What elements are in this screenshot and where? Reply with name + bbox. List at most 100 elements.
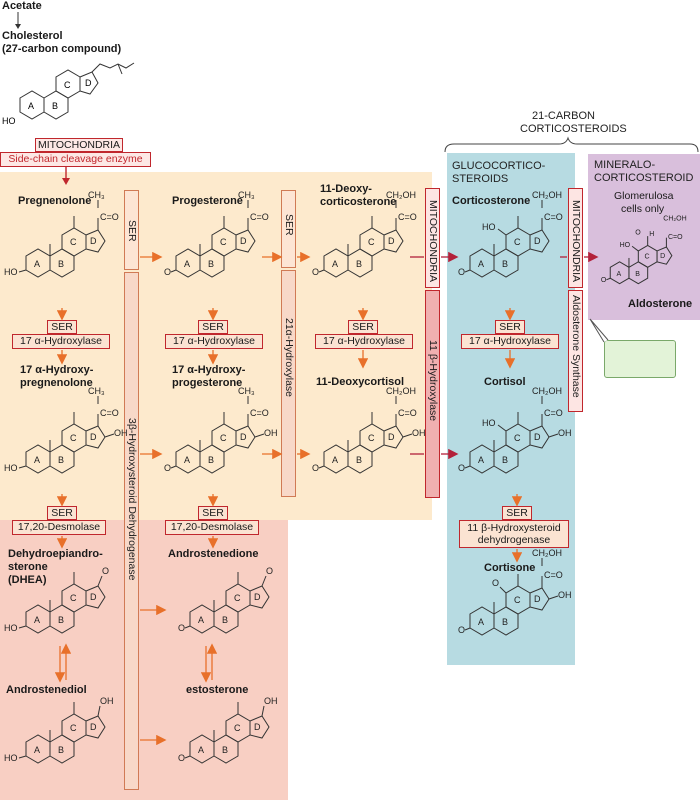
aldosterone-label-b: B <box>635 271 640 278</box>
ser-box-7: SER <box>502 506 532 520</box>
dhea-label-d: D <box>90 592 97 602</box>
progesterone-label-d: D <box>240 236 247 246</box>
deoxycortisol-label: 11-Deoxycortisol <box>316 376 405 388</box>
cortisol-o3-bond <box>464 465 471 469</box>
hydroxypregnenolone-c20-co: C=O <box>100 408 119 418</box>
dhea-label-c: C <box>70 593 77 603</box>
dhea-label-3: (DHEA) <box>8 574 47 586</box>
hsd11-box: 11 β-Hydroxysteroid dehydrogenase <box>459 520 569 548</box>
corticosterone-label: Corticosterone <box>452 195 531 207</box>
hydroxylase17-box-2: 17 α-Hydroxylase <box>165 334 263 349</box>
aldosterone-c20-co: C=O <box>668 234 683 241</box>
corticosterone-ho11: HO <box>482 222 496 232</box>
deoxycortisol-ring-d <box>383 425 404 449</box>
aldosterone-c18-o: O <box>635 230 641 237</box>
salmon-region <box>0 520 288 800</box>
dhea-o17: O <box>102 566 109 576</box>
cortisone-label-c: C <box>514 595 521 605</box>
aldosterone-ring-d <box>656 246 673 265</box>
hydroxyprogesterone-ring-d <box>235 425 256 449</box>
cortisone-c20-co: C=O <box>544 570 563 580</box>
mito-bar-col4-label: MITOCHONDRIA <box>570 200 582 283</box>
aldosterone-label-d: D <box>660 253 665 260</box>
hydroxypregnenolone-oh17: OH <box>114 428 128 438</box>
deoxycortisol-c21: CH₂OH <box>386 386 416 396</box>
deoxycortisol-oh17-bond <box>402 433 413 438</box>
androstenediol-label-d: D <box>90 722 97 732</box>
cortisone-c21: CH₂OH <box>532 548 562 558</box>
androstenediol-ho3: HO <box>4 753 18 763</box>
aldosterone-c18-h: H <box>649 231 654 238</box>
corticosterone-label-b: B <box>502 259 508 269</box>
cortisone-ring-d <box>529 587 550 611</box>
bracket <box>444 136 699 153</box>
progesterone-ring-d <box>235 229 256 253</box>
testosterone-label-c: C <box>234 723 241 733</box>
hydroxylase21-bar <box>281 270 296 497</box>
corticosterone-o3-bond <box>464 269 471 273</box>
aldosterone-ho11: HO <box>620 242 631 249</box>
deoxycortisol-label-d: D <box>388 432 395 442</box>
mito-bar-col3 <box>425 188 440 288</box>
androstenedione-o17: O <box>266 566 273 576</box>
ser-box-5: SER <box>47 506 77 520</box>
hydroxylase17-box-1: 17 α-Hydroxylase <box>12 334 110 349</box>
deoxycorticosterone-o3: O <box>312 267 319 277</box>
hydroxyprogesterone-label-c: C <box>220 433 227 443</box>
androstenediol-label-a: A <box>34 745 40 755</box>
cortisone-o3-bond <box>464 627 471 631</box>
cholesterol-label: Cholesterol <box>2 30 63 42</box>
cortisone-label-d: D <box>534 594 541 604</box>
hsd3b-bar <box>124 272 139 790</box>
testosterone-oh-bond <box>261 705 265 717</box>
dhea-label-b: B <box>58 615 64 625</box>
deoxycorticosterone-c21: CH₂OH <box>386 190 416 200</box>
cortisone-label: Cortisone <box>484 562 536 574</box>
corticosterone-c20-co: C=O <box>544 212 563 222</box>
deoxycorticosterone-c20-co: C=O <box>398 212 417 222</box>
cholesterol-structure: A B C D HO <box>2 62 135 126</box>
pregnenolone-label-d: D <box>90 236 97 246</box>
pregnenolone-label-a: A <box>34 259 40 269</box>
gluco-header-1: GLUCOCORTICO- <box>452 160 546 172</box>
hydroxypregnenolone-ho3: HO <box>4 463 18 473</box>
testosterone-label-b: B <box>222 745 228 755</box>
gluco-header-2: STEROIDS <box>452 173 509 185</box>
hydroxyprogesterone-label-b: B <box>208 455 214 465</box>
mineralo-header-2: CORTICOSTEROID <box>594 172 694 184</box>
cortisone-label-a: A <box>478 617 484 627</box>
deoxycorticosterone-label-2: corticosterone <box>320 196 397 208</box>
androstenedione-ring-d <box>249 585 270 609</box>
hydroxypregnenolone-oh17-bond <box>104 433 115 438</box>
progesterone-c21: CH₃ <box>238 190 255 200</box>
androstenediol-ho3-bond <box>18 755 27 759</box>
ser-bar-col2-label: SER <box>283 214 295 236</box>
androstenedione-label: Androstenedione <box>168 548 259 560</box>
chol-ring-b: B <box>52 101 58 111</box>
ser-box-4: SER <box>495 320 525 334</box>
bracket-label-line1: 21-CARBON <box>532 110 595 122</box>
scc-arrow <box>62 166 70 185</box>
hydroxyprogesterone-label-d: D <box>240 432 247 442</box>
cortisone-oxo11-bond <box>499 586 507 594</box>
cortisone-oh17-bond <box>548 595 559 600</box>
hydroxypregnenolone-label-a: A <box>34 455 40 465</box>
chol-ring-c: C <box>64 80 71 90</box>
hydroxylase11b-bar <box>425 290 440 498</box>
cortisone-label-b: B <box>502 617 508 627</box>
testosterone-ring-d <box>249 715 270 739</box>
aldosterone-label-c: C <box>645 254 650 261</box>
cortisol-label-d: D <box>534 432 541 442</box>
hsd11-line2: dehydrogenase <box>477 534 551 546</box>
dhea-keto-bond <box>97 575 103 587</box>
androstenedione-keto-bond <box>261 575 267 587</box>
androstenedione-label-a: A <box>198 615 204 625</box>
corticosterone-ho11-bond <box>497 228 507 236</box>
progesterone-label: Progesterone <box>172 195 243 207</box>
cortisone-oh17: OH <box>558 590 572 600</box>
pregnenolone-ho3-bond <box>18 269 27 273</box>
ser-box-6: SER <box>198 506 228 520</box>
cholesterol-sub-label: (27-carbon compound) <box>2 43 122 55</box>
dhea-ring-d <box>85 585 106 609</box>
